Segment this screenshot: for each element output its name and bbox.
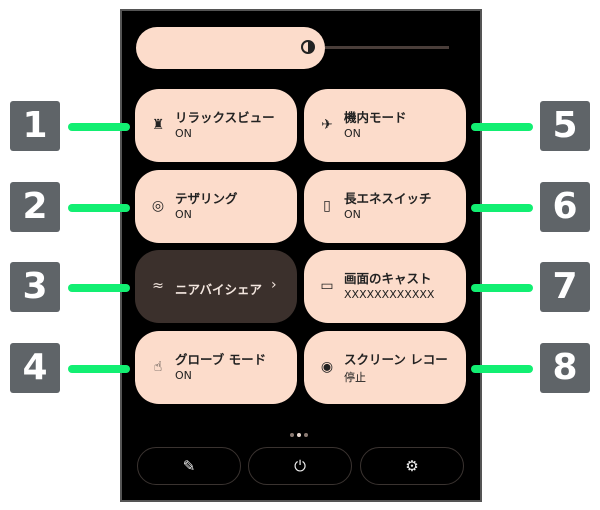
battery-icon: ▯: [323, 198, 331, 214]
settings-icon: ⚙: [405, 457, 419, 475]
glove-hand-icon: ☝: [153, 359, 163, 375]
cast-icon: ▭: [320, 278, 334, 294]
lamp-icon: ♜: [151, 117, 165, 133]
callout-badge-3: 3: [10, 262, 60, 312]
callout-line-3: [68, 284, 130, 292]
chevron-right-icon: ›: [271, 277, 277, 293]
callout-line-7: [471, 284, 533, 292]
edit-icon: ✎: [182, 457, 196, 475]
brightness-track[interactable]: [325, 46, 449, 49]
callout-badge-1: 1: [10, 101, 60, 151]
page-indicator: [288, 422, 309, 441]
tile-screen-record[interactable]: ◉スクリーン レコー停止: [304, 331, 466, 404]
callout-line-5: [471, 123, 533, 131]
airplane-icon: ✈: [321, 117, 333, 133]
nearby-share-icon: ≈: [152, 278, 164, 294]
tile-nearby-share[interactable]: ≈ニアバイシェア›: [135, 250, 297, 323]
callout-badge-7: 7: [540, 262, 590, 312]
brightness-icon: [301, 40, 315, 54]
callout-line-4: [68, 365, 130, 373]
power-button[interactable]: ⏻: [248, 447, 352, 485]
callout-badge-6: 6: [540, 182, 590, 232]
power-icon: ⏻: [294, 457, 306, 475]
callout-line-8: [471, 365, 533, 373]
callout-line-6: [471, 204, 533, 212]
settings-button[interactable]: ⚙: [360, 447, 464, 485]
edit-button[interactable]: ✎: [137, 447, 241, 485]
brightness-slider[interactable]: [136, 27, 325, 69]
hotspot-icon: ◎: [151, 198, 165, 214]
callout-badge-4: 4: [10, 343, 60, 393]
callout-badge-5: 5: [540, 101, 590, 151]
screen-record-icon: ◉: [320, 359, 334, 375]
callout-line-2: [68, 204, 130, 212]
callout-badge-2: 2: [10, 182, 60, 232]
callout-line-1: [68, 123, 130, 131]
callout-badge-8: 8: [540, 343, 590, 393]
